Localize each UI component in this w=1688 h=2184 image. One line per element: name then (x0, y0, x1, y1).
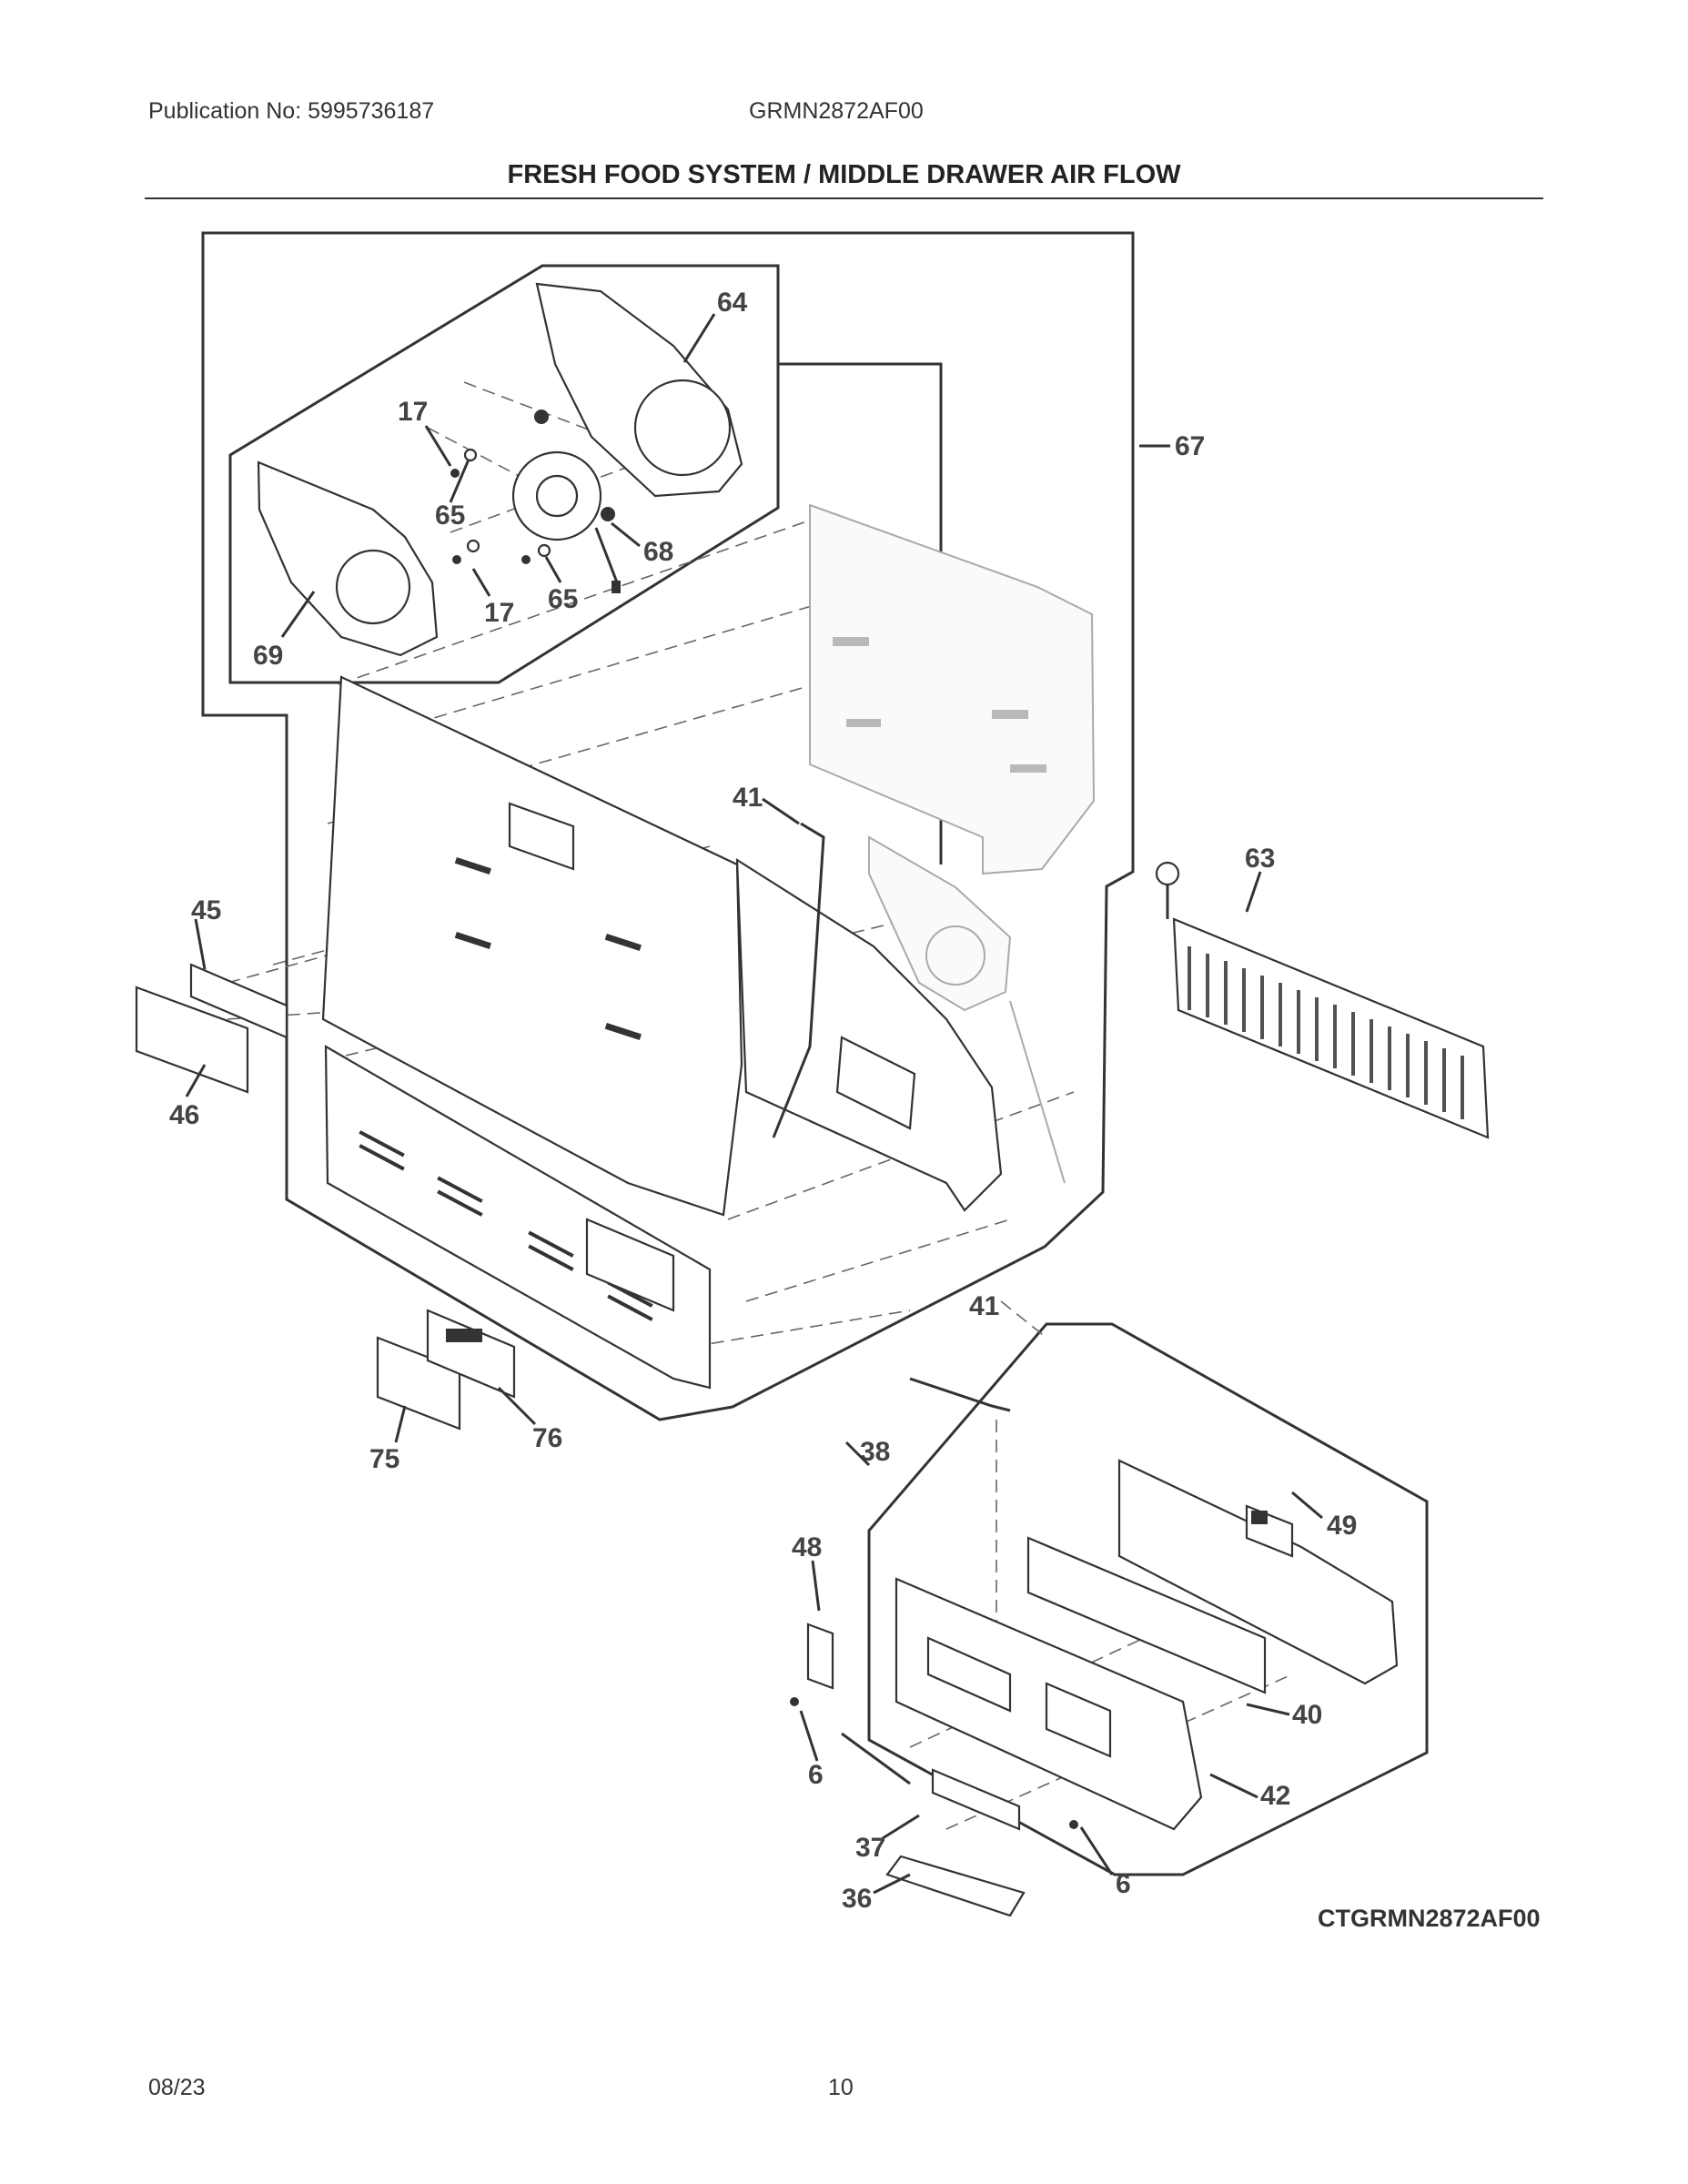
lower-air-duct (324, 1045, 712, 1390)
control-housing-back (1117, 1459, 1399, 1685)
callout-40: 40 (1292, 1700, 1322, 1730)
callout-63: 63 (1245, 844, 1275, 874)
diagram-code: CTGRMN2872AF00 (1318, 1905, 1541, 1932)
callout-17-lower: 17 (484, 598, 514, 628)
fan-housing-front (257, 460, 439, 657)
callout-6-left: 6 (808, 1760, 824, 1790)
callout-69: 69 (253, 641, 283, 671)
fan-motor (511, 410, 621, 593)
callout-67: 67 (1175, 431, 1205, 461)
callout-45: 45 (191, 895, 221, 925)
callout-65-lower: 65 (548, 584, 578, 614)
callout-75: 75 (369, 1444, 399, 1474)
callout-42: 42 (1260, 1781, 1290, 1811)
model-number: GRMN2872AF00 (749, 98, 924, 124)
callout-37: 37 (855, 1833, 885, 1863)
callout-64: 64 (717, 288, 748, 318)
title-rule (145, 197, 1543, 199)
callout-68: 68 (643, 537, 673, 567)
footer-date: 08/23 (148, 2075, 206, 2100)
air-filter-parts (135, 918, 288, 1097)
control-housing-front (895, 1577, 1203, 1831)
callout-48: 48 (792, 1532, 822, 1562)
page-title: FRESH FOOD SYSTEM / MIDDLE DRAWER AIR FL… (507, 160, 1181, 189)
callout-41-upper: 41 (733, 783, 763, 813)
evaporator-coil (1155, 861, 1490, 1139)
assembly-outline (201, 231, 1135, 1421)
leader-lines (280, 313, 1323, 1895)
wire-harness-41 (772, 822, 1011, 1412)
callout-labels: 64 17 65 68 17 65 69 67 41 63 45 46 41 7… (169, 288, 1357, 1914)
callout-17-upper: 17 (398, 397, 428, 427)
vent-cover-parts (376, 1309, 516, 1431)
callout-76: 76 (532, 1423, 562, 1453)
fan-assembly-inset (228, 264, 780, 684)
publication-number: Publication No: 5995736187 (148, 98, 435, 124)
evaporator-cover-ghost (809, 503, 1096, 875)
screws-washers (450, 448, 551, 564)
callout-65-upper: 65 (435, 500, 465, 531)
fan-housing-ghost (868, 835, 1066, 1184)
callout-41-lower: 41 (969, 1291, 999, 1321)
side-duct (735, 857, 1003, 1212)
callout-6-right: 6 (1116, 1869, 1131, 1899)
small-parts-lower (790, 1623, 1078, 1917)
callout-49: 49 (1327, 1511, 1357, 1541)
callout-46: 46 (169, 1100, 199, 1130)
page-number: 10 (828, 2075, 854, 2100)
callout-36: 36 (842, 1884, 872, 1914)
fan-housing-back (535, 282, 743, 498)
control-board-40 (1026, 1536, 1267, 1694)
